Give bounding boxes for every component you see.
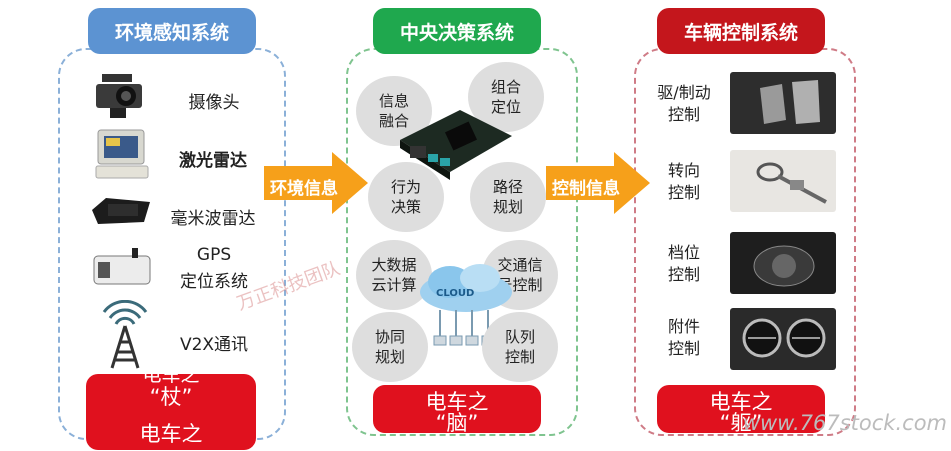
bubble-cooperative-planning: 协同规划 <box>352 312 428 382</box>
watermark-site: www.767stock.com <box>742 411 947 435</box>
sensor-v2x-label: V2X通讯 <box>179 335 249 355</box>
perception-footer-line2: 电车之 <box>139 422 203 446</box>
control-accessory-label: 附件控制 <box>667 317 700 358</box>
control-title: 车辆控制系统 <box>657 8 825 54</box>
circuit-board-icon <box>400 110 512 180</box>
gps-icon <box>93 248 151 285</box>
env-info-label: 环境信息 <box>270 179 338 199</box>
sensor-radar-label: 毫米波雷达 <box>170 209 256 229</box>
gear-knob-photo <box>730 232 836 294</box>
perception-title: 环境感知系统 <box>88 8 256 54</box>
cloud-label: CLOUD <box>436 288 474 299</box>
bubble-platoon-control: 队列控制 <box>482 312 558 382</box>
perception-footer: 电车之 “杖” 电车之 <box>86 374 256 450</box>
bubble-behavior-decision: 行为决策 <box>368 162 444 232</box>
sensor-gps-label-line1: GPS <box>196 245 232 265</box>
antenna-tower-icon <box>102 300 148 369</box>
decision-title: 中央决策系统 <box>373 8 541 54</box>
control-footer-line1: 电车之 <box>709 390 773 414</box>
control-footer-line2: “躯” <box>719 411 763 433</box>
pedal-photo <box>730 72 836 134</box>
sensor-camera-label: 摄像头 <box>188 93 240 113</box>
sensor-gps-label-line2: 定位系统 <box>180 272 248 292</box>
perception-footer-line0: 电车之 <box>142 374 200 386</box>
perception-footer-line1: “杖” <box>149 385 193 409</box>
ctrl-info-label: 控制信息 <box>552 179 620 199</box>
control-gear-label: 档位控制 <box>667 243 700 284</box>
decision-footer: 电车之 “脑” <box>373 385 541 433</box>
decision-footer-line1: 电车之 <box>425 390 489 414</box>
bubble-bigdata-cloud: 大数据云计算 <box>356 240 432 310</box>
air-vent-photo <box>730 308 836 370</box>
sensor-lidar-label: 激光雷达 <box>179 151 247 171</box>
steering-photo <box>730 150 836 212</box>
env-info-arrow <box>264 152 368 214</box>
control-drive-brake-label: 驱/制动控制 <box>657 83 711 124</box>
control-steering-label: 转向控制 <box>667 161 700 202</box>
lidar-icon <box>95 129 149 179</box>
control-footer: 电车之 “躯” <box>657 385 825 433</box>
decision-footer-line2: “脑” <box>435 411 479 433</box>
radar-icon <box>92 198 150 224</box>
ctrl-info-arrow <box>546 152 650 214</box>
camera-icon <box>96 74 142 118</box>
bubble-path-planning: 路径规划 <box>470 162 546 232</box>
